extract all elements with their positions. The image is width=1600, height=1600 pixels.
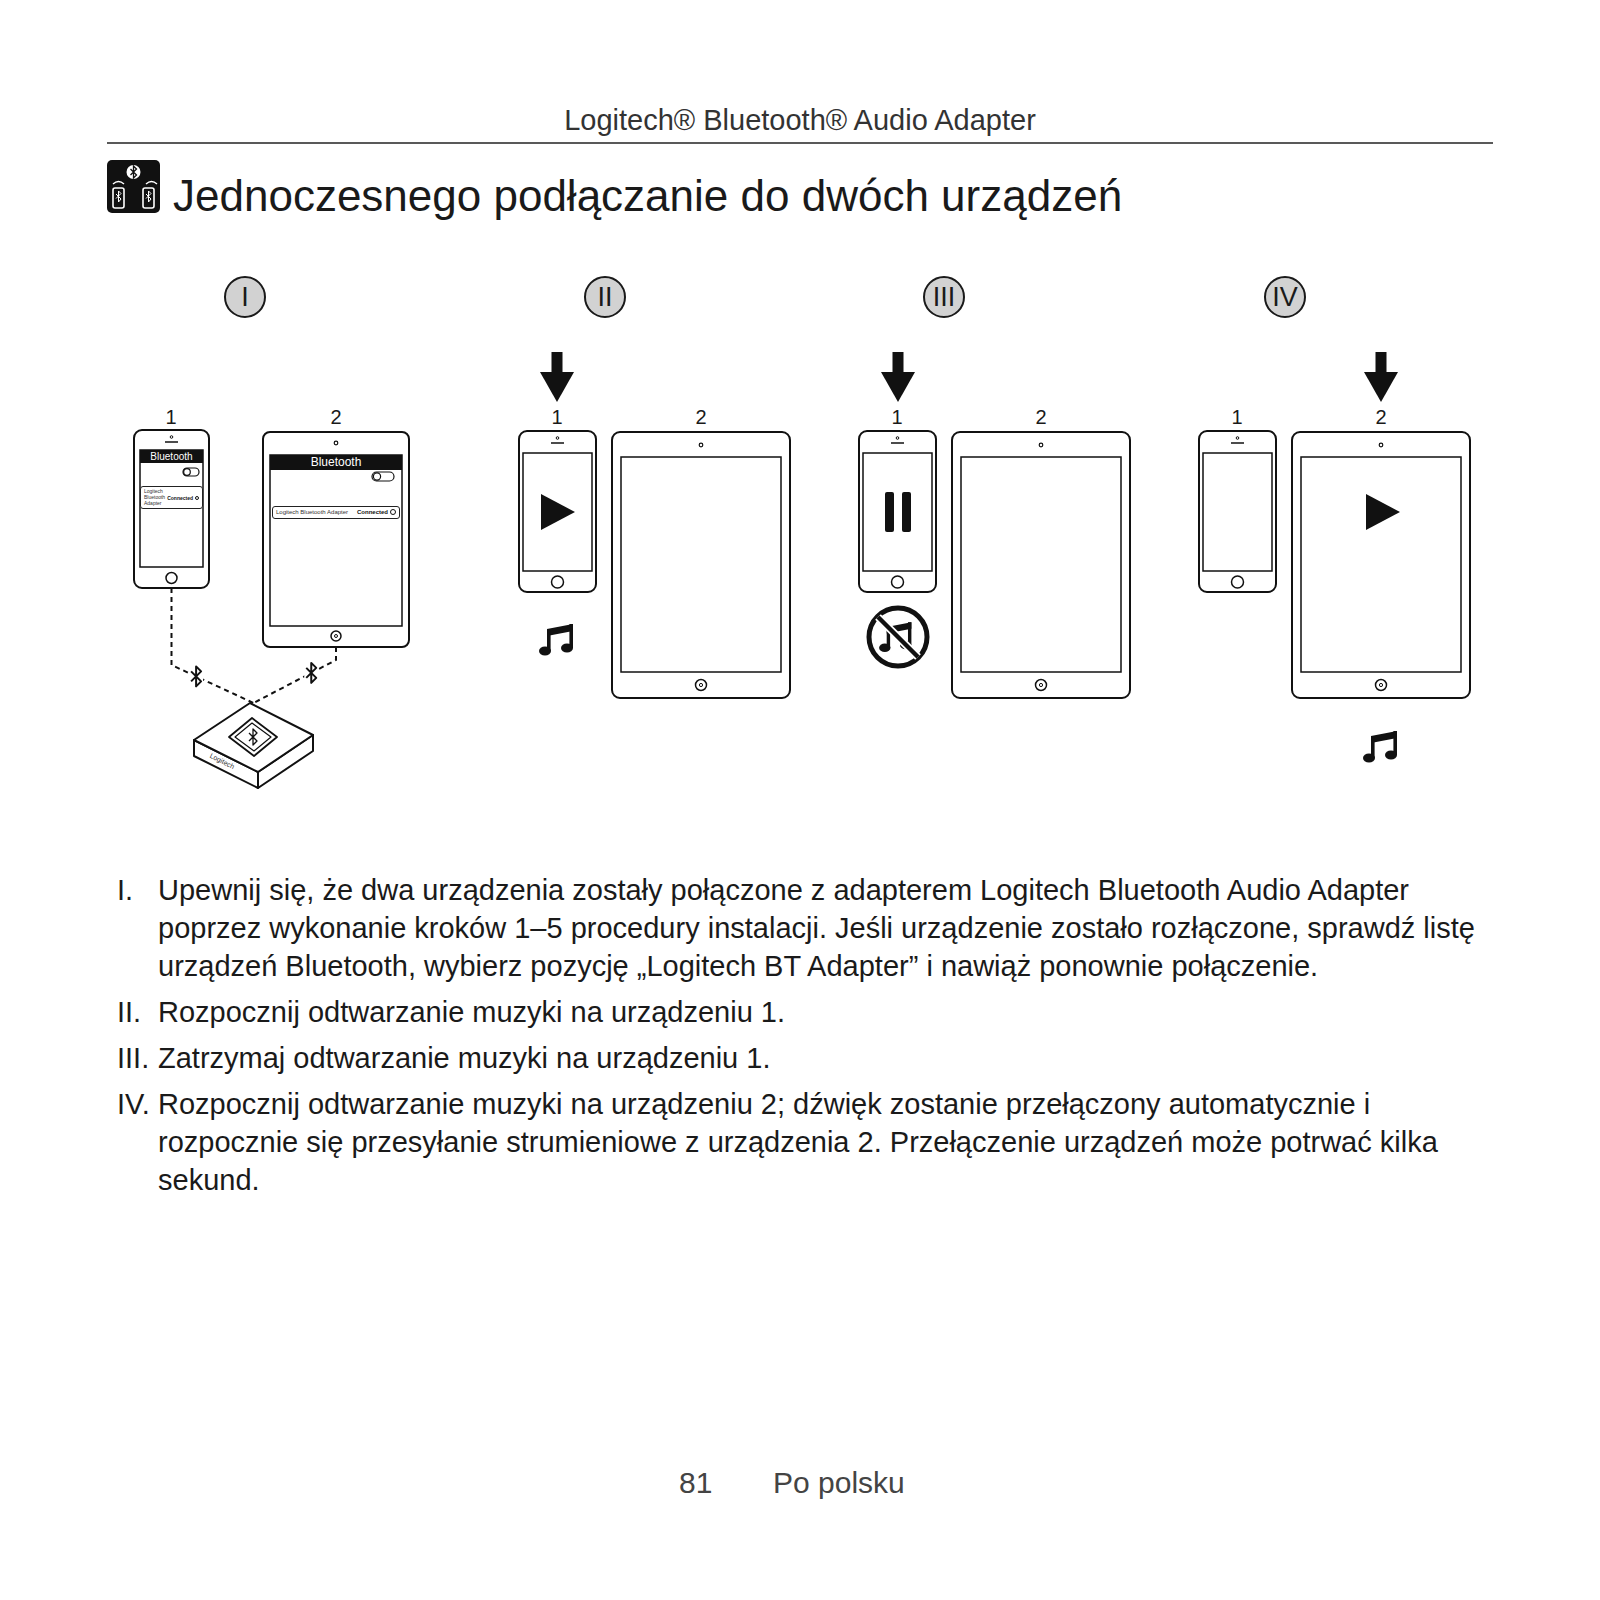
device-number: 2 <box>1375 404 1386 430</box>
step-numeral: II <box>597 284 612 311</box>
pause-symbol <box>885 492 911 532</box>
phone-figure <box>134 430 209 588</box>
device-screen: BluetoothLogitech Bluetooth AdapterConne… <box>263 432 409 647</box>
phone-figure <box>519 431 596 592</box>
step-circle: II <box>584 276 626 318</box>
device-name: Logitech Bluetooth Adapter <box>276 509 355 516</box>
step-text: Rozpocznij odtwarzanie muzyki na urządze… <box>158 1085 1495 1199</box>
press-arrow <box>881 352 915 402</box>
step-text: Upewnij się, że dwa urządzenia zostały p… <box>158 871 1495 985</box>
screen-header: Bluetooth <box>140 450 203 463</box>
device-list-row: Logitech Bluetooth AdapterConnected <box>140 486 203 509</box>
bluetooth-symbol <box>304 661 318 685</box>
step-circle: III <box>923 276 965 318</box>
bluetooth-link <box>254 647 337 703</box>
title-icon <box>107 160 160 213</box>
screen-header: Bluetooth <box>270 455 402 470</box>
step-text: Zatrzymaj odtwarzanie muzyki na urządzen… <box>158 1039 1495 1077</box>
tablet-figure <box>952 432 1130 698</box>
running-header: Logitech® Bluetooth® Audio Adapter <box>564 103 1036 138</box>
page-title: Jednoczesnego podłączanie do dwóch urząd… <box>173 170 1122 222</box>
brand-mark: Logitech <box>209 752 236 770</box>
step-circle: IV <box>1264 276 1306 318</box>
music-note <box>1363 731 1397 763</box>
step-numeral: III <box>933 284 956 311</box>
press-arrow <box>540 352 574 402</box>
phone-figure <box>1199 431 1276 592</box>
step-circle: I <box>224 276 266 318</box>
footer-language: Po polsku <box>773 1465 905 1501</box>
step-text: Rozpocznij odtwarzanie muzyki na urządze… <box>158 993 1495 1031</box>
step-number: II. <box>117 993 141 1031</box>
info-icon <box>390 509 396 515</box>
step-number: I. <box>117 871 133 909</box>
device-name: Logitech Bluetooth Adapter <box>144 489 165 506</box>
play-symbol <box>1366 494 1400 530</box>
device-number: 1 <box>891 404 902 430</box>
no-music-symbol <box>869 608 927 666</box>
device-number: 1 <box>165 404 176 430</box>
step-numeral: I <box>241 284 249 311</box>
device-number: 2 <box>695 404 706 430</box>
bluetooth-link <box>172 588 254 703</box>
step-number: III. <box>117 1039 149 1077</box>
tablet-figure <box>1292 432 1470 698</box>
status-text: Connected <box>357 509 388 515</box>
press-arrow <box>1364 352 1398 402</box>
header-rule <box>107 142 1493 144</box>
tablet-figure <box>612 432 790 698</box>
status-text: Connected <box>167 495 193 501</box>
tablet-figure <box>263 432 409 647</box>
info-icon <box>195 496 199 500</box>
play-symbol <box>541 494 575 530</box>
device-number: 2 <box>330 404 341 430</box>
bluetooth-symbol <box>189 664 203 688</box>
music-note <box>539 624 573 656</box>
device-number: 1 <box>1231 404 1242 430</box>
phone-figure <box>859 431 936 592</box>
step-number: IV. <box>117 1085 150 1123</box>
adapter-box: Logitech <box>194 703 313 789</box>
device-number: 2 <box>1035 404 1046 430</box>
page-number: 81 <box>679 1465 712 1501</box>
adapter-figure <box>194 703 313 788</box>
device-number: 1 <box>551 404 562 430</box>
step-numeral: IV <box>1272 284 1298 311</box>
device-list-row: Logitech Bluetooth AdapterConnected <box>272 506 400 519</box>
device-screen: BluetoothLogitech Bluetooth AdapterConne… <box>134 430 209 588</box>
